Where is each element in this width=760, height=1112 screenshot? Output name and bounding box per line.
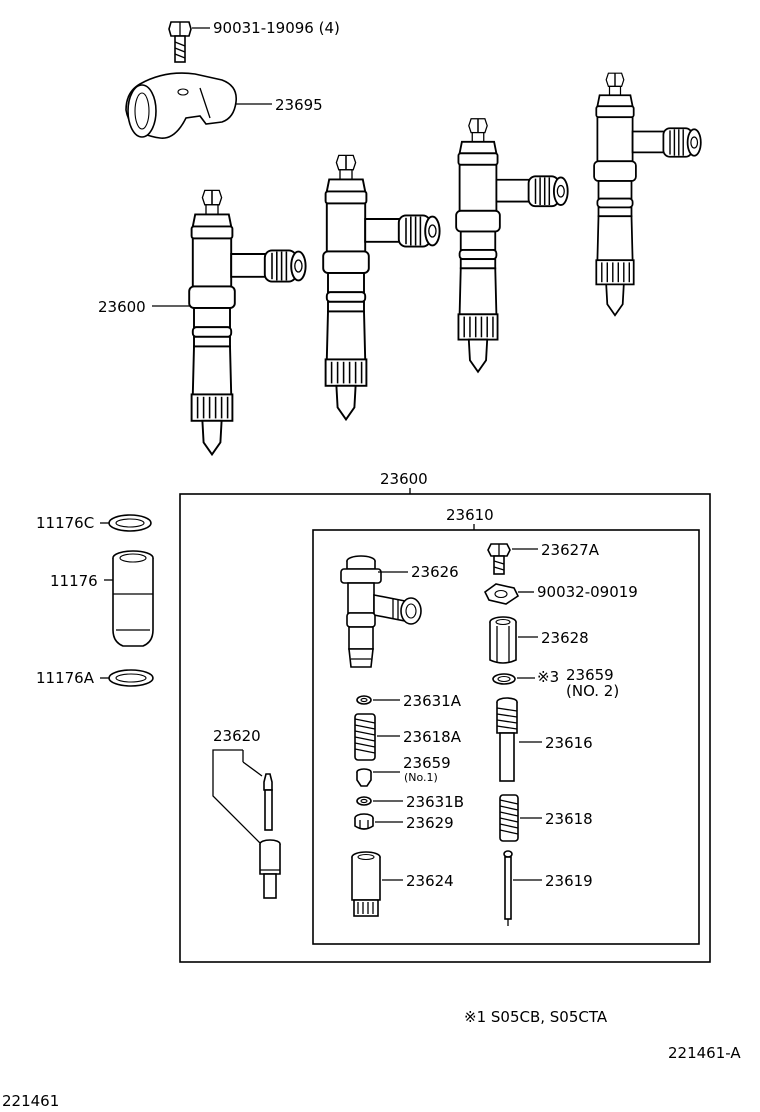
label-23600-assembly: 23600 xyxy=(380,470,428,488)
washer-23631b-icon xyxy=(356,796,372,806)
body-23626-icon xyxy=(340,555,422,668)
injector-4-icon xyxy=(593,72,702,317)
washer-23631a-icon xyxy=(356,695,372,705)
label-90031-19096: 90031-19096 (4) xyxy=(213,19,340,37)
label-23616: 23616 xyxy=(545,734,593,752)
clamp-23695-icon xyxy=(125,72,238,139)
needle-23620-icon xyxy=(263,773,273,831)
seat-23629-icon xyxy=(354,813,374,830)
label-23619: 23619 xyxy=(545,872,593,890)
label-23659-no2-mark: ※3 xyxy=(537,668,559,686)
nozzle-body-23620-icon xyxy=(259,839,281,899)
label-23659-no2: 23659 xyxy=(566,666,614,684)
label-23610: 23610 xyxy=(446,506,494,524)
footnote: ※1 S05CB, S05CTA xyxy=(464,1008,608,1026)
bolt-23627a-icon xyxy=(487,543,511,575)
nut-23624-icon xyxy=(351,851,381,917)
holder-frame-23610 xyxy=(312,529,700,945)
label-23618: 23618 xyxy=(545,810,593,828)
label-23631b: 23631B xyxy=(406,793,464,811)
injector-1-icon xyxy=(188,189,307,456)
sleeve-11176-icon xyxy=(112,550,154,647)
label-11176a: 11176A xyxy=(36,669,95,687)
label-23628: 23628 xyxy=(541,629,589,647)
spring-23618a-icon xyxy=(354,713,376,761)
label-23627a: 23627A xyxy=(541,541,600,559)
page-code: 221461 xyxy=(2,1092,59,1110)
injector-3-icon xyxy=(455,117,569,373)
bolt-90031-icon xyxy=(168,21,192,63)
label-23631a: 23631A xyxy=(403,692,462,710)
injector-2-icon xyxy=(322,154,441,421)
spring-23618-icon xyxy=(499,794,519,842)
figure-id: 221461-A xyxy=(668,1044,741,1062)
leader-23620 xyxy=(212,749,263,846)
label-23659-no2-note: (NO. 2) xyxy=(566,682,619,700)
label-11176: 11176 xyxy=(50,572,98,590)
leader-23620-c xyxy=(242,761,263,777)
gasket-11176a-icon xyxy=(108,669,154,687)
pin-23616-icon xyxy=(496,697,518,782)
washer-90032-icon xyxy=(483,583,520,605)
assembly-frame-23600 xyxy=(179,493,711,963)
label-23659-no1: 23659 xyxy=(403,754,451,772)
label-23620: 23620 xyxy=(213,727,261,745)
rod-23619-icon xyxy=(503,850,513,926)
label-23629: 23629 xyxy=(406,814,454,832)
label-23695: 23695 xyxy=(275,96,323,114)
nut-23628-icon xyxy=(489,616,517,664)
shim-23659-no2-icon xyxy=(492,673,516,685)
label-23626: 23626 xyxy=(411,563,459,581)
shim-23659-no1-icon xyxy=(356,768,372,787)
label-23600-top: 23600 xyxy=(98,298,146,316)
label-11176c: 11176C xyxy=(36,514,94,532)
label-23659-no1-note: (No.1) xyxy=(404,771,438,784)
label-90032-09019: 90032-09019 xyxy=(537,583,638,601)
gasket-11176c-icon xyxy=(108,514,152,532)
label-23618a: 23618A xyxy=(403,728,462,746)
label-23624: 23624 xyxy=(406,872,454,890)
